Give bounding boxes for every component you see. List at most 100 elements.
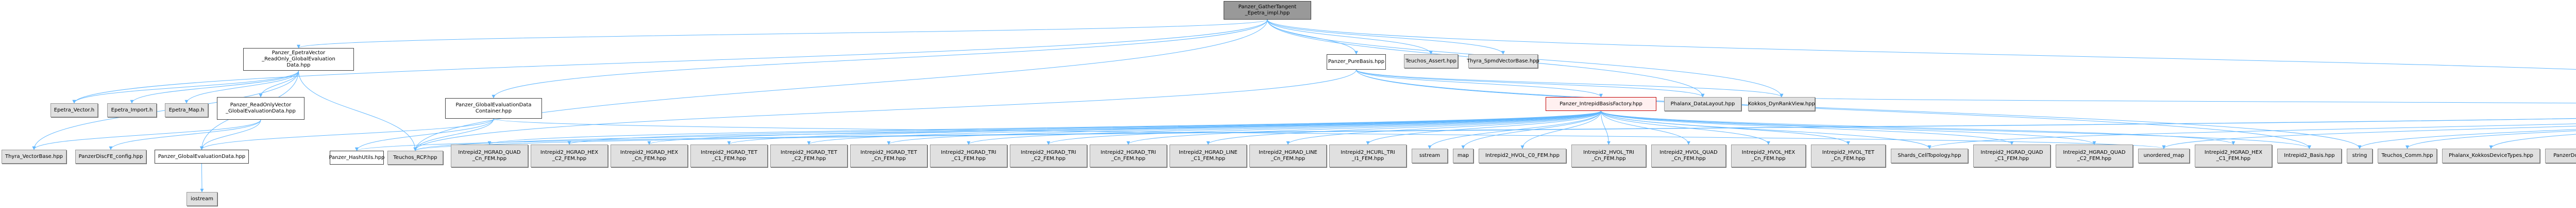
- edge-ged_container-to-teuchos_rcp: [413, 118, 494, 151]
- edge-purebasis-to-basisfactory: [1356, 69, 1603, 98]
- node-thyra-spmd[interactable]: Thyra_SpmdVectorBase.hpp: [1467, 54, 1539, 68]
- node-hgrad-hex-c1[interactable]: Intrepid2_HGRAD_HEX _C1_FEM.hpp: [2195, 145, 2272, 167]
- edge-basisfactory-to-hgrad_quad_cn: [487, 110, 1601, 145]
- node-hgrad-tet-c1[interactable]: Intrepid2_HGRAD_TET _C1_FEM.hpp: [690, 145, 768, 167]
- node-phalanx-layout[interactable]: Phalanx_DataLayout.hpp: [1664, 97, 1741, 111]
- edge-epetra_ro-to-epetra_import: [130, 70, 299, 104]
- node-hvol-tri-cn[interactable]: Intrepid2_HVOL_TRI _Cn_FEM.hpp: [1571, 145, 1646, 167]
- node-purebasis[interactable]: Panzer_PureBasis.hpp: [1327, 54, 1386, 70]
- edge-purebasis-to-phalanx_layout: [1356, 69, 1705, 98]
- node-hgrad-quad-c2[interactable]: Intrepid2_HGRAD_QUAD _C2_FEM.hpp: [2056, 145, 2133, 167]
- node-hgrad-tet-cn[interactable]: Intrepid2_HGRAD_TET _Cn_FEM.hpp: [850, 145, 927, 167]
- node-hgrad-quad-cn[interactable]: Intrepid2_HGRAD_QUAD _Cn_FEM.hpp: [451, 145, 528, 167]
- edge-root-to-ged_container: [492, 19, 1268, 99]
- edge-basisfactory-to-hgrad_tri_c1: [967, 110, 1601, 145]
- edge-basisfactory-to-hvol_c0: [1520, 110, 1601, 149]
- node-string[interactable]: string: [2347, 149, 2372, 163]
- edge-globalindexer-to-phalanx_kokkos: [2489, 134, 2576, 149]
- edge-globalindexer-to-shards: [1927, 123, 2576, 149]
- node-intrepid2-basis[interactable]: Intrepid2_Basis.hpp: [2277, 149, 2342, 163]
- edge-globalindexer-to-string: [2358, 129, 2576, 149]
- edge-readonly_ged-to-discfe_config: [109, 119, 261, 150]
- node-teuchos-assert[interactable]: Teuchos_Assert.hpp: [1404, 54, 1458, 68]
- node-sstream[interactable]: sstream: [1412, 149, 1448, 163]
- node-hgrad-line-cn[interactable]: Intrepid2_HGRAD_LINE _Cn_FEM.hpp: [1249, 145, 1327, 167]
- node-discfe-config[interactable]: PanzerDiscFE_config.hpp: [75, 150, 146, 164]
- node-hvol-quad-cn[interactable]: Intrepid2_HVOL_QUAD _Cn_FEM.hpp: [1651, 145, 1726, 167]
- node-root[interactable]: Panzer_GatherTangent _Epetra_impl.hpp: [1224, 1, 1311, 20]
- node-teuchos-rcp[interactable]: Teuchos_RCP.hpp: [387, 151, 443, 165]
- edge-root-to-epetra_ro: [297, 19, 1268, 49]
- edge-basisfactory-to-hgrad_line_cn: [1286, 110, 1601, 145]
- edge-ged_container-to-unordered_map: [493, 118, 2165, 149]
- edge-globalindexer-to-teuchos_comm: [2405, 130, 2576, 149]
- node-ged-container[interactable]: Panzer_GlobalEvaluationData Container.hp…: [445, 98, 542, 119]
- node-teuchos-comm[interactable]: Teuchos_Comm.hpp: [2378, 149, 2437, 163]
- node-hashutils[interactable]: Panzer_HashUtils.hpp: [329, 151, 385, 165]
- edge-epetra_ro-to-epetra_map: [184, 70, 299, 104]
- node-unordered-map[interactable]: unordered_map: [2138, 149, 2190, 163]
- node-hgrad-line-c1[interactable]: Intrepid2_HGRAD_LINE _C1_FEM.hpp: [1170, 145, 1247, 167]
- node-hgrad-tri-c2[interactable]: Intrepid2_HGRAD_TRI _C2_FEM.hpp: [1010, 145, 1087, 167]
- edge-ged_container-to-ged: [200, 118, 494, 150]
- edge-basisfactory-to-hgrad_tet_c2: [807, 110, 1601, 145]
- node-hvol-c0[interactable]: Intrepid2_HVOL_C0_FEM.hpp: [1479, 149, 1566, 163]
- edge-basisfactory-to-hgrad_quad_c2: [1601, 110, 2096, 145]
- edge-basisfactory-to-hgrad_line_c1: [1206, 110, 1601, 145]
- node-hgrad-tet-c2[interactable]: Intrepid2_HGRAD_TET _C2_FEM.hpp: [770, 145, 848, 167]
- edge-epetra_ro-to-teuchos_rcp: [298, 70, 417, 151]
- edge-basisfactory-to-hgrad_tri_cn: [1126, 110, 1601, 145]
- edge-basisfactory-to-hvol_tri_cn: [1601, 110, 1611, 145]
- edge-basisfactory-to-hcurl_tri_i1: [1366, 110, 1601, 145]
- node-epetra-vector[interactable]: Epetra_Vector.h: [50, 103, 98, 117]
- node-hgrad-tri-c1[interactable]: Intrepid2_HGRAD_TRI _C1_FEM.hpp: [930, 145, 1007, 167]
- edge-basisfactory-to-intrepid2_basis: [1601, 110, 2311, 149]
- node-shards[interactable]: Shards_CellTopology.hpp: [1891, 149, 1968, 163]
- edge-root-to-globalindexer: [1267, 19, 2576, 70]
- edge-purebasis-to-teuchos_rcp: [413, 69, 1357, 151]
- node-hgrad-hex-c2[interactable]: Intrepid2_HGRAD_HEX _C2_FEM.hpp: [531, 145, 608, 167]
- edge-basisfactory-to-hgrad_tri_c2: [1046, 110, 1601, 145]
- edge-basisfactory-to-hgrad_hex_cn: [647, 110, 1601, 145]
- edge-basisfactory-to-hgrad_quad_c1: [1601, 110, 2014, 145]
- edge-root-to-teuchos_assert: [1267, 19, 1433, 55]
- edge-purebasis-to-string: [1356, 69, 2362, 149]
- node-hgrad-quad-c1[interactable]: Intrepid2_HGRAD_QUAD _C1_FEM.hpp: [1973, 145, 2050, 167]
- node-epetra-map[interactable]: Epetra_Map.h: [165, 103, 208, 117]
- node-readonly-ged[interactable]: Panzer_ReadOnlyVector _GlobalEvaluationD…: [217, 97, 304, 120]
- node-basisfactory[interactable]: Panzer_IntrepidBasisFactory.hpp: [1546, 97, 1656, 111]
- edge-ged_container-to-hashutils: [355, 118, 494, 151]
- edge-root-to-purebasis: [1267, 19, 1358, 55]
- node-kokkos-dynrank[interactable]: Kokkos_DynRankView.hpp: [1748, 97, 1815, 111]
- edge-epetra_ro-to-epetra_vector: [72, 70, 299, 104]
- node-phalanx-kokkos[interactable]: Phalanx_KokkosDeviceTypes.hpp: [2442, 149, 2540, 163]
- edge-root-to-epetra_vector: [72, 19, 1268, 104]
- edge-globalindexer-to-hashutils: [355, 118, 2576, 151]
- edge-purebasis-to-intrepid2_basis: [1356, 69, 2311, 149]
- edge-root-to-thyra_spmd: [1267, 19, 1505, 55]
- edge-readonly_ged-to-thyra_vectorbase: [32, 119, 261, 150]
- node-epetra-import[interactable]: Epetra_Import.h: [107, 103, 157, 117]
- edge-basisfactory-to-shards: [1601, 110, 1931, 149]
- node-hvol-hex-cn[interactable]: Intrepid2_HVOL_HEX _Cn_FEM.hpp: [1731, 145, 1806, 167]
- node-ged[interactable]: Panzer_GlobalEvaluationData.hpp: [155, 150, 249, 164]
- edge-basisfactory-to-hvol_hex_cn: [1601, 110, 1770, 145]
- edge-globalindexer-to-kokkos_dynrank: [1780, 97, 2576, 104]
- node-dofmgr-config[interactable]: PanzerDofMgr_config.hpp: [2545, 149, 2576, 163]
- edge-basisfactory-to-hgrad_tet_cn: [887, 110, 1601, 145]
- node-hvol-tet-cn[interactable]: Intrepid2_HVOL_TET _Cn_FEM.hpp: [1811, 145, 1886, 167]
- edge-globalindexer-to-unordered_map: [2162, 125, 2576, 149]
- node-hgrad-hex-cn[interactable]: Intrepid2_HGRAD_HEX _Cn_FEM.hpp: [611, 145, 688, 167]
- node-map[interactable]: map: [1453, 149, 1473, 163]
- node-iostream[interactable]: iostream: [187, 192, 217, 206]
- node-thyra-vectorbase[interactable]: Thyra_VectorBase.hpp: [2, 150, 66, 164]
- edge-basisfactory-to-hgrad_tet_c1: [727, 110, 1601, 145]
- node-epetra-ro[interactable]: Panzer_EpetraVector _ReadOnly_GlobalEval…: [243, 48, 354, 71]
- edge-purebasis-to-kokkos_dynrank: [1356, 69, 1784, 98]
- edge-root-to-teuchos_rcp: [413, 19, 1268, 151]
- node-hcurl-tri-i1[interactable]: Intrepid2_HCURL_TRI _I1_FEM.hpp: [1329, 145, 1406, 167]
- edge-basisfactory-to-hvol_quad_cn: [1601, 110, 1690, 145]
- node-hgrad-tri-cn[interactable]: Intrepid2_HGRAD_TRI _Cn_FEM.hpp: [1090, 145, 1167, 167]
